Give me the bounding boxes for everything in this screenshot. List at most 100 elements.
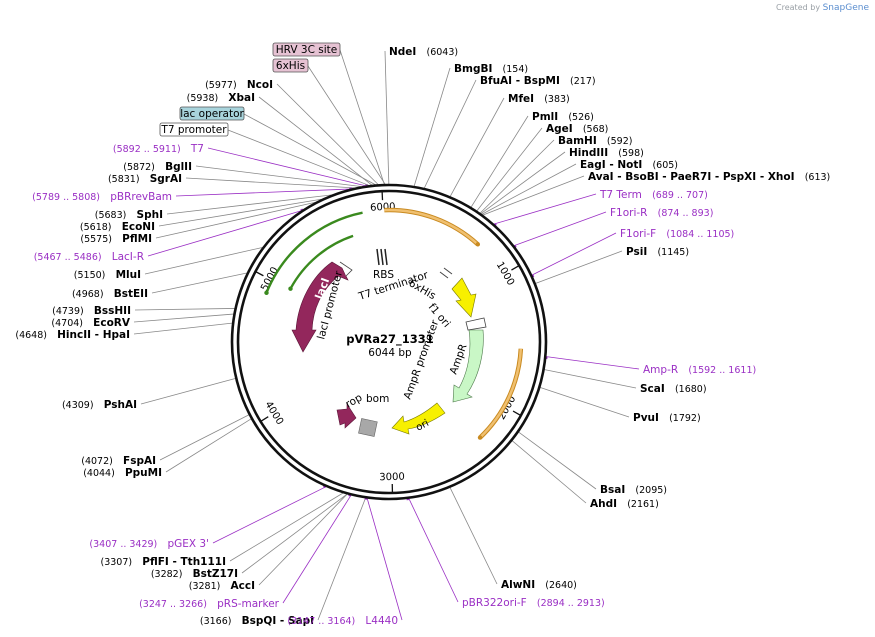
- ori-label: ori: [414, 418, 431, 434]
- enzyme-label[interactable]: BamHI (592): [558, 129, 632, 148]
- t7-terminator-marker: [376, 248, 388, 266]
- label-bom: bom: [366, 393, 389, 405]
- enzyme-label[interactable]: (5872) BglII: [123, 155, 192, 174]
- enzyme-label[interactable]: (5618) EcoNI: [80, 215, 155, 234]
- primer-label[interactable]: (3247 .. 3266) pRS-marker: [139, 592, 280, 611]
- leader-line: [470, 115, 529, 208]
- plasmid-name: pVRa27_1331: [346, 332, 434, 347]
- enzyme-label[interactable]: (4704) EcoRV: [51, 311, 130, 330]
- his-tag-marker: [439, 267, 453, 279]
- enzyme-label[interactable]: PsiI (1145): [626, 240, 689, 259]
- leader-line: [518, 431, 597, 490]
- rop-feature-arrow[interactable]: [336, 402, 357, 429]
- enzyme-label[interactable]: BfuAI - BspMI (217): [480, 69, 596, 88]
- leader-line: [481, 163, 577, 215]
- enzyme-label[interactable]: MfeI (383): [508, 87, 570, 106]
- enzyme-label[interactable]: (4648) HincII - HpaI: [15, 323, 130, 342]
- leader-line: [476, 127, 543, 212]
- enzyme-label[interactable]: (3166) BspQI - SapI: [200, 609, 314, 628]
- plasmid-size: 6044 bp: [368, 347, 412, 359]
- leader-line: [531, 232, 617, 276]
- ampr-feature-arrow[interactable]: [452, 329, 484, 403]
- leader-line: [282, 495, 352, 604]
- enzyme-label[interactable]: HindIII (598): [569, 141, 644, 160]
- leader-line: [449, 487, 498, 585]
- lacI-feature-arrow[interactable]: [291, 261, 349, 353]
- enzyme-label[interactable]: (3307) PflFI - Tth111I: [101, 550, 226, 569]
- primer-label[interactable]: (5789 .. 5808) pBRrevBam: [32, 185, 172, 204]
- enzyme-label[interactable]: (5977) NcoI: [205, 73, 273, 92]
- bom-feature-block[interactable]: [358, 418, 378, 437]
- leader-line: [408, 498, 459, 603]
- f1-ori-feature-arrow[interactable]: [451, 277, 477, 318]
- enzyme-label[interactable]: PmlI (526): [532, 105, 594, 124]
- feature-tag-box[interactable]: [272, 58, 309, 73]
- enzyme-label[interactable]: (5150) MluI: [74, 263, 141, 282]
- primer-label[interactable]: T7 Term (689 .. 707): [599, 183, 708, 202]
- leader-line: [195, 165, 361, 187]
- leader-line: [212, 486, 326, 544]
- label-ampr-promoter: AmpR promoter: [402, 318, 442, 401]
- primer-label[interactable]: pBR322ori-F (2894 .. 2913): [462, 591, 605, 610]
- primer-label[interactable]: F1ori-F (1084 .. 1105): [620, 222, 734, 241]
- feature-tag-box[interactable]: [272, 42, 341, 57]
- credit-prefix: Created by: [776, 3, 821, 12]
- leader-line: [151, 272, 247, 294]
- primer-label[interactable]: (5892 .. 5911) T7: [113, 137, 204, 156]
- enzyme-label[interactable]: (4739) BssHII: [52, 299, 131, 318]
- primer-label[interactable]: Amp-R (1592 .. 1611): [643, 358, 756, 377]
- enzyme-label[interactable]: (3282) BstZ17I: [151, 562, 238, 581]
- leader-line: [514, 211, 607, 247]
- enzyme-label[interactable]: AgeI (568): [546, 117, 608, 136]
- primer-label[interactable]: F1ori-R (874 .. 893): [610, 201, 713, 220]
- ori-feature-arrow[interactable]: [391, 402, 446, 435]
- lacI-orf-arc-head: [288, 286, 293, 291]
- leader-line: [158, 198, 322, 227]
- enzyme-label[interactable]: (4968) BstEII: [72, 282, 148, 301]
- enzyme-label[interactable]: (4044) PpuMI: [83, 461, 162, 480]
- enzyme-label[interactable]: ScaI (1680): [640, 377, 707, 396]
- leader-line: [384, 50, 390, 185]
- enzyme-label[interactable]: BmgBI (154): [454, 57, 528, 76]
- backbone-outer: [230, 183, 548, 501]
- feature-tag-box[interactable]: [159, 122, 229, 137]
- enzyme-label[interactable]: (3281) AccI: [189, 574, 255, 593]
- leader-line: [134, 308, 235, 311]
- leader-line: [482, 175, 585, 216]
- enzyme-label[interactable]: (5938) XbaI: [187, 86, 255, 105]
- snapgene-logo: SnapGene: [822, 3, 869, 13]
- enzyme-label[interactable]: (5683) SphI: [95, 203, 163, 222]
- leader-line: [317, 498, 366, 621]
- outer-labels: NdeI (6043)BmgBI (154)BfuAI - BspMI (217…: [15, 40, 830, 628]
- enzyme-label[interactable]: (4309) PshAI: [62, 393, 137, 412]
- leader-line: [175, 188, 350, 197]
- enzyme-label[interactable]: (4072) FspAI: [81, 449, 156, 468]
- orf-arc-head: [477, 435, 483, 440]
- primer-label[interactable]: (5467 .. 5486) LacI-R: [34, 245, 144, 264]
- leader-line: [155, 202, 316, 239]
- enzyme-label[interactable]: PvuI (1792): [633, 406, 701, 425]
- primer-label[interactable]: (3147 .. 3164) L4440: [287, 609, 398, 628]
- label-rbs: RBS: [373, 269, 394, 281]
- feature-tag-box[interactable]: [179, 106, 245, 121]
- orf-arc-head: [475, 242, 481, 247]
- ruler-tick: [512, 410, 521, 416]
- backbone-inner: [236, 189, 542, 495]
- primer-label[interactable]: (3407 .. 3429) pGEX 3': [89, 532, 209, 551]
- enzyme-label[interactable]: (5831) SgrAI: [108, 167, 182, 186]
- orf-arc-fill: [384, 208, 479, 246]
- leader-line: [339, 49, 385, 185]
- leader-line: [546, 356, 640, 370]
- enzyme-label[interactable]: EagI - NotI (605): [580, 153, 678, 172]
- enzyme-label[interactable]: (5575) PflMI: [80, 227, 152, 246]
- enzyme-label[interactable]: AlwNI (2640): [501, 573, 577, 592]
- enzyme-label[interactable]: AvaI - BsoBI - PaeR7I - PspXI - XhoI (61…: [588, 165, 830, 184]
- lacI-orf-arc: [289, 234, 354, 290]
- enzyme-label[interactable]: NdeI (6043): [389, 40, 458, 59]
- leader-line: [512, 440, 587, 504]
- feature-tag-label: T7 promoter: [160, 124, 227, 136]
- enzyme-label[interactable]: AhdI (2161): [590, 492, 659, 511]
- orf-arc-fill: [479, 348, 523, 439]
- enzyme-label[interactable]: BsaI (2095): [600, 478, 667, 497]
- feature-arcs: [264, 207, 524, 440]
